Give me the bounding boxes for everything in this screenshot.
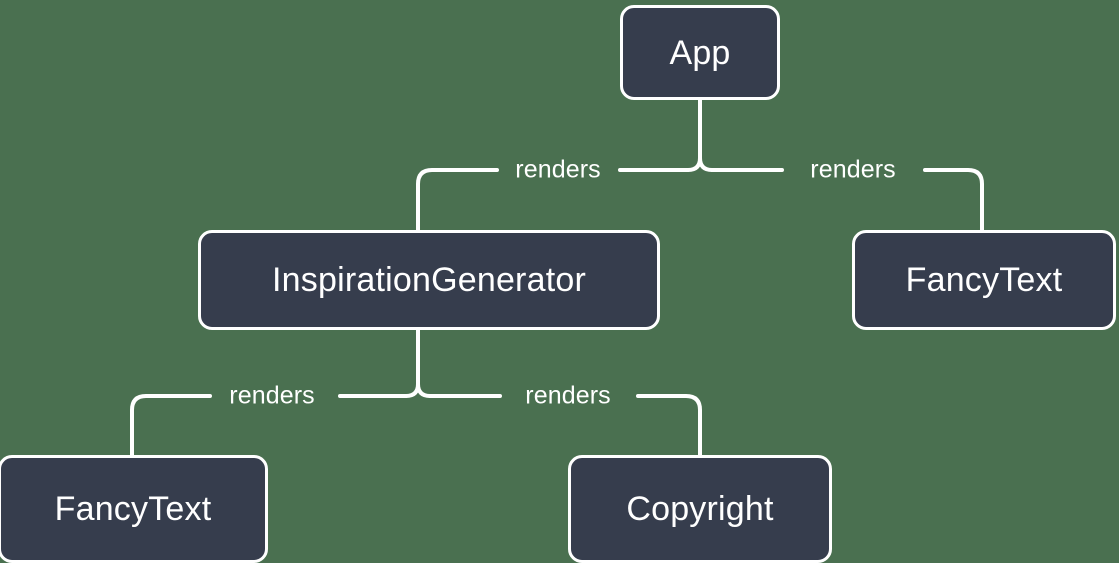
node-fancy-text-bottom[interactable]: FancyText [0,455,268,563]
edge-app-to-fancy-text-right [710,168,984,232]
edge-inspiration-generator-junction-right [416,382,432,398]
node-app[interactable]: App [620,5,780,100]
node-inspiration-generator[interactable]: InspirationGenerator [198,230,660,330]
edge-inspiration-generator-to-fancy-text-bottom [130,394,408,457]
edge-app-to-inspiration-generator [416,168,690,232]
edge-label-app-to-fancy-text-right: renders [810,155,896,184]
edge-label-inspiration-generator-to-fancy-text-bottom: renders [229,381,315,410]
edge-label-app-to-inspiration-generator: renders [515,155,601,184]
edge-inspiration-generator-to-copyright [428,394,702,457]
edge-label-inspiration-generator-to-copyright: renders [525,381,611,410]
edge-app-junction-right [698,156,714,172]
node-copyright[interactable]: Copyright [568,455,832,563]
node-inspiration-generator-label: InspirationGenerator [272,261,586,299]
node-fancy-text-right-label: FancyText [905,261,1063,299]
node-app-label: App [669,33,731,72]
node-fancy-text-right[interactable]: FancyText [852,230,1116,330]
node-fancy-text-bottom-label: FancyText [54,490,212,528]
node-copyright-label: Copyright [626,490,774,528]
